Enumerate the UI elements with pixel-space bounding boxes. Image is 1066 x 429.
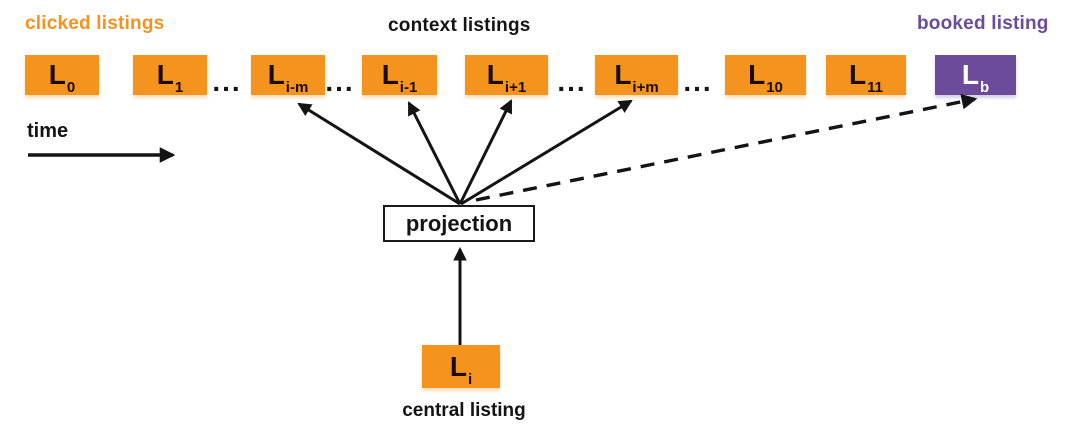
ellipsis: ... <box>325 65 355 97</box>
central-listing-caption: central listing <box>402 400 526 421</box>
arrow-projection-to-Li-m <box>297 102 461 206</box>
context-listings-heading: context listings <box>388 15 531 36</box>
arrow-projection-to-Li+m <box>460 99 633 206</box>
listing-label: L <box>156 59 174 90</box>
projection-box: projection <box>383 205 535 242</box>
listing-label: L <box>381 59 399 90</box>
listing-label: L <box>961 59 979 90</box>
listing-label: L <box>48 59 66 90</box>
dashed-arrow-projection-to-Lb <box>475 93 978 202</box>
listing-subscript: 10 <box>766 79 783 96</box>
listing-label: L <box>849 59 867 90</box>
arrow-projection-to-Li+1 <box>458 99 513 205</box>
listing-label: L <box>449 350 467 382</box>
listing-label: L <box>486 59 504 90</box>
booked-listing-heading: booked listing <box>917 13 1049 34</box>
listing-subscript: i+1 <box>504 79 527 96</box>
ellipsis: ... <box>212 65 242 97</box>
arrow-projection-to-Li-1 <box>407 101 462 205</box>
listing-subscript: i+m <box>632 79 659 96</box>
clicked-listings-heading: clicked listings <box>25 13 165 34</box>
listing-label: L <box>748 59 766 90</box>
listing-label: L <box>614 59 632 90</box>
listing-subscript: i-1 <box>399 79 418 96</box>
time-label: time <box>27 120 69 142</box>
ellipsis: ... <box>683 65 713 97</box>
projection-label: projection <box>405 210 513 236</box>
ellipsis: ... <box>557 65 587 97</box>
listing-subscript: 0 <box>66 79 76 96</box>
listing-label: L <box>267 59 285 90</box>
listing-subscript: b <box>979 79 990 96</box>
listing-subscript: i-m <box>285 79 309 96</box>
listing-subscript: 1 <box>174 79 184 96</box>
listing-subscript: 11 <box>867 79 883 96</box>
listing-subscript: i <box>467 370 473 388</box>
